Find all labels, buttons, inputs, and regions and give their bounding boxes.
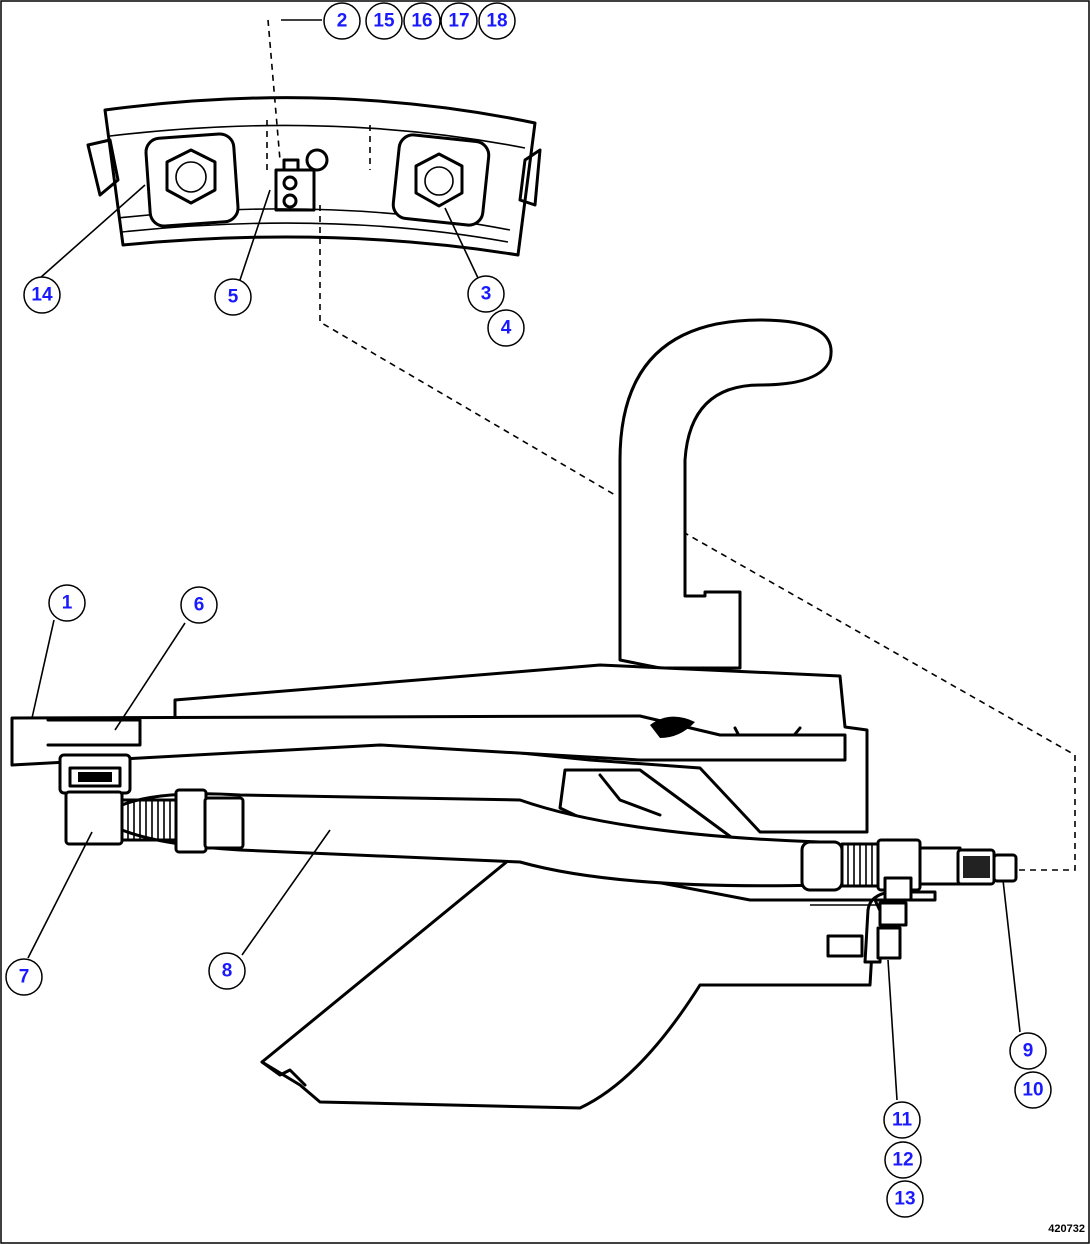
svg-text:17: 17: [448, 11, 469, 32]
callout-9: 9: [1009, 1032, 1047, 1070]
callout-12: 12: [884, 1141, 922, 1179]
callout-1: 1: [48, 584, 86, 622]
callout-18: 18: [478, 2, 516, 40]
callout-15: 15: [365, 2, 403, 40]
callout-13: 13: [886, 1180, 924, 1218]
svg-text:18: 18: [486, 11, 507, 32]
svg-text:6: 6: [194, 595, 205, 616]
svg-text:8: 8: [222, 961, 233, 982]
svg-text:2: 2: [337, 11, 348, 32]
callout-3: 3: [467, 275, 505, 313]
callout-5: 5: [214, 278, 252, 316]
callout-14: 14: [23, 276, 61, 314]
svg-text:1: 1: [62, 593, 73, 614]
svg-text:7: 7: [19, 967, 30, 988]
svg-text:11: 11: [892, 1110, 913, 1131]
callout-8: 8: [208, 952, 246, 990]
svg-text:12: 12: [892, 1150, 913, 1171]
bracket-detail: [86, 96, 542, 257]
svg-text:3: 3: [481, 284, 492, 305]
leader-lines: [27, 19, 1021, 1101]
callout-10: 10: [1014, 1071, 1052, 1109]
svg-text:16: 16: [411, 11, 432, 32]
svg-text:14: 14: [31, 285, 53, 306]
svg-text:13: 13: [894, 1189, 915, 1210]
svg-text:4: 4: [501, 318, 512, 339]
callout-4: 4: [487, 309, 525, 347]
main-assembly: [10, 318, 1018, 1110]
svg-text:15: 15: [373, 11, 395, 32]
routing-line-vertical: [267, 19, 281, 161]
routing-line-main: [319, 205, 1076, 871]
callout-7: 7: [5, 958, 43, 996]
callout-11: 11: [883, 1101, 921, 1139]
callouts: 1 2 15 16 17 18 14 5 3 4 6 7 8 9 10 11 1…: [5, 2, 1052, 1218]
svg-text:9: 9: [1023, 1041, 1034, 1062]
callout-2: 2: [323, 2, 361, 40]
figure-number: 420732: [1048, 1223, 1085, 1235]
hose-coil-left: [120, 788, 245, 854]
callout-17: 17: [440, 2, 478, 40]
callout-16: 16: [403, 2, 441, 40]
svg-text:10: 10: [1022, 1080, 1043, 1101]
svg-text:5: 5: [228, 287, 239, 308]
callout-6: 6: [180, 586, 218, 624]
